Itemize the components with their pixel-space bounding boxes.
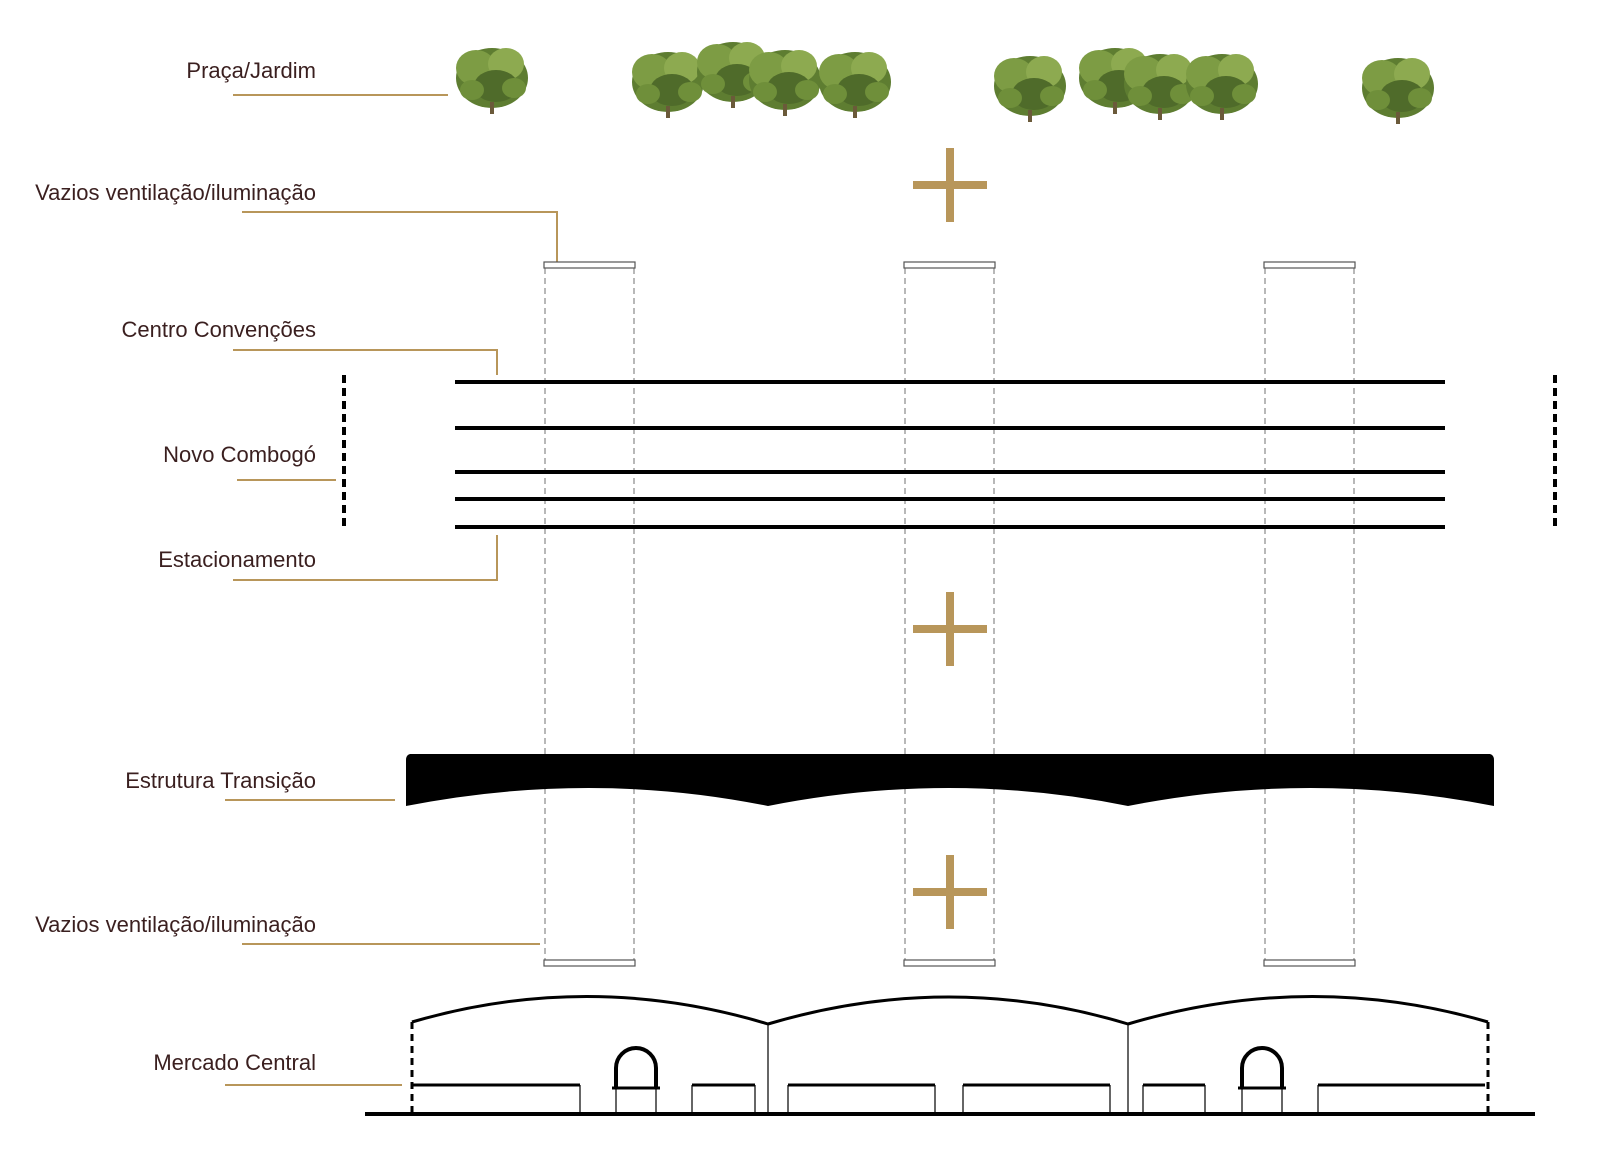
label-estrutura-transicao: Estrutura Transição — [125, 768, 316, 793]
label-vazios-bottom: Vazios ventilação/iluminação — [35, 912, 316, 937]
label-vazios-top: Vazios ventilação/iluminação — [35, 180, 316, 205]
label-mercado-central: Mercado Central — [153, 1050, 316, 1075]
void-caps — [543, 261, 1356, 967]
label-novo-combogo: Novo Combogó — [163, 442, 316, 467]
label-estacionamento: Estacionamento — [158, 547, 316, 572]
label-praca-jardim: Praça/Jardim — [186, 58, 316, 83]
mercado-central — [365, 995, 1535, 1116]
floor-slabs — [455, 380, 1445, 529]
transition-structure — [406, 754, 1494, 806]
label-centro-convencoes: Centro Convenções — [121, 317, 316, 342]
plus-icons — [913, 148, 987, 929]
combogo-walls — [342, 375, 1557, 530]
garden-trees — [456, 42, 1434, 124]
leader-lines — [225, 94, 558, 1086]
